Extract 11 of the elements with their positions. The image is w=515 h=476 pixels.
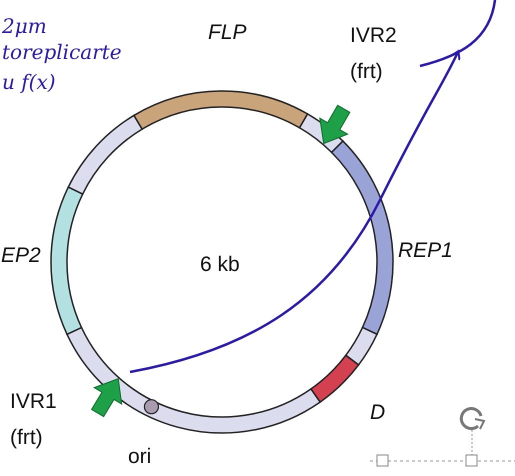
gene-label: REP1 bbox=[398, 238, 453, 264]
handwritten-note: u f(x) bbox=[2, 70, 56, 94]
origin-label: ori bbox=[128, 444, 152, 470]
gene-label: D bbox=[370, 400, 386, 426]
element-label: IVR1 (frt) bbox=[10, 389, 58, 451]
element-label: IVR2 (frt) bbox=[350, 23, 398, 85]
handwritten-note: toreplicarte bbox=[2, 40, 122, 64]
size-label: 6 kb bbox=[200, 252, 240, 278]
gene-label: FLP bbox=[208, 20, 247, 46]
gene-label: EP2 bbox=[1, 243, 41, 269]
handwritten-note: 2μm bbox=[2, 14, 47, 38]
